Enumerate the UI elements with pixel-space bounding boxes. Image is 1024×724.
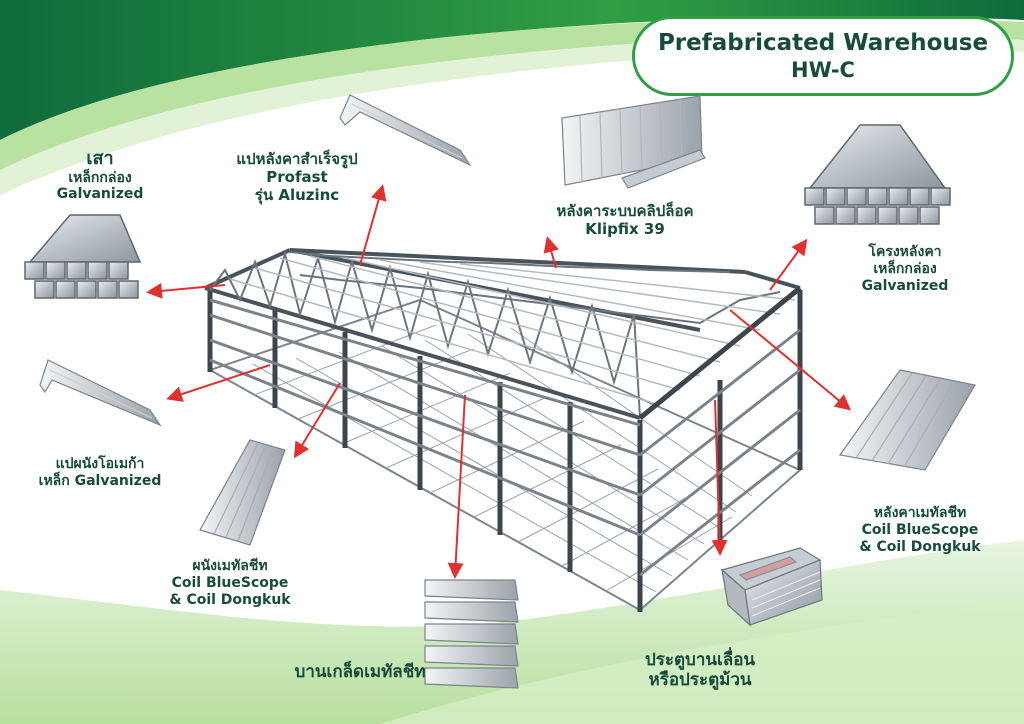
label-roof-purlin-model: รุ่น Aluzinc: [254, 186, 340, 204]
label-column-title: เสา: [86, 148, 114, 169]
label-roof-system: หลังคาระบบคลิปล็อค Klipfix 39: [530, 202, 720, 238]
label-wall-purlin-material: เหล็ก Galvanized: [38, 472, 162, 489]
label-roof-purlin-brand: Profast: [266, 168, 328, 186]
wall-metal-sheet: [199, 439, 286, 546]
label-column: เสา เหล็กกล่อง Galvanized: [40, 148, 160, 203]
label-roof-sheet-coil1: Coil BlueScope: [861, 521, 979, 538]
callout-arrows: [146, 184, 852, 579]
label-roof-frame-title: โครงหลังคา: [868, 244, 942, 260]
label-wall-sheet: ผนังเมทัลชีท Coil BlueScope & Coil Dongk…: [150, 558, 310, 608]
label-roof-frame-finish: Galvanized: [861, 277, 949, 294]
label-door-line1: ประตูบานเลื่อน: [644, 650, 756, 670]
page-title: Prefabricated Warehouse: [657, 30, 989, 56]
square-tube-bundle-right: [804, 124, 951, 225]
label-roof-frame: โครงหลังคา เหล็กกล่อง Galvanized: [830, 244, 980, 294]
label-column-finish: Galvanized: [56, 186, 144, 203]
label-roof-sheet-title: หลังคาเมทัลชีท: [873, 505, 967, 521]
louver-panel: [424, 579, 519, 689]
rolling-door: [720, 547, 823, 627]
label-door: ประตูบานเลื่อน หรือประตูม้วน: [620, 650, 780, 691]
omega-wall-purlin: [39, 359, 162, 427]
label-roof-purlin-title: แปหลังคาสำเร็จรูป: [236, 150, 358, 168]
label-wall-sheet-coil1: Coil BlueScope: [171, 574, 289, 591]
label-door-line2: หรือประตูม้วน: [648, 670, 752, 691]
label-column-material: เหล็กกล่อง: [68, 169, 132, 186]
label-wall-purlin-title: แปผนังโอเมก้า: [55, 456, 145, 472]
label-roof-sheet: หลังคาเมทัลชีท Coil BlueScope & Coil Don…: [845, 505, 995, 555]
label-roof-frame-material: เหล็กกล่อง: [873, 260, 937, 277]
klipfix-sheet: [561, 95, 706, 189]
label-wall-purlin: แปผนังโอเมก้า เหล็ก Galvanized: [20, 456, 180, 490]
warehouse-frame: [204, 248, 803, 612]
model-code: HW-C: [791, 58, 855, 82]
label-roof-system-model: Klipfix 39: [585, 220, 665, 238]
label-roof-sheet-coil2: & Coil Dongkuk: [859, 538, 981, 555]
label-roof-system-title: หลังคาระบบคลิปล็อค: [556, 202, 694, 220]
profast-purlin: [339, 94, 472, 167]
title-box: Prefabricated Warehouse HW-C: [632, 16, 1014, 96]
label-wall-sheet-title: ผนังเมทัลชีท: [192, 558, 268, 574]
label-wall-sheet-coil2: & Coil Dongkuk: [169, 591, 291, 608]
label-roof-purlin: แปหลังคาสำเร็จรูป Profast รุ่น Aluzinc: [212, 150, 382, 204]
square-tube-bundle-left: [24, 214, 142, 299]
label-louver-title: บานเกล็ดเมทัลชีท: [294, 662, 426, 682]
label-louver: บานเกล็ดเมทัลชีท: [270, 662, 450, 682]
roof-metal-sheet: [838, 369, 976, 471]
